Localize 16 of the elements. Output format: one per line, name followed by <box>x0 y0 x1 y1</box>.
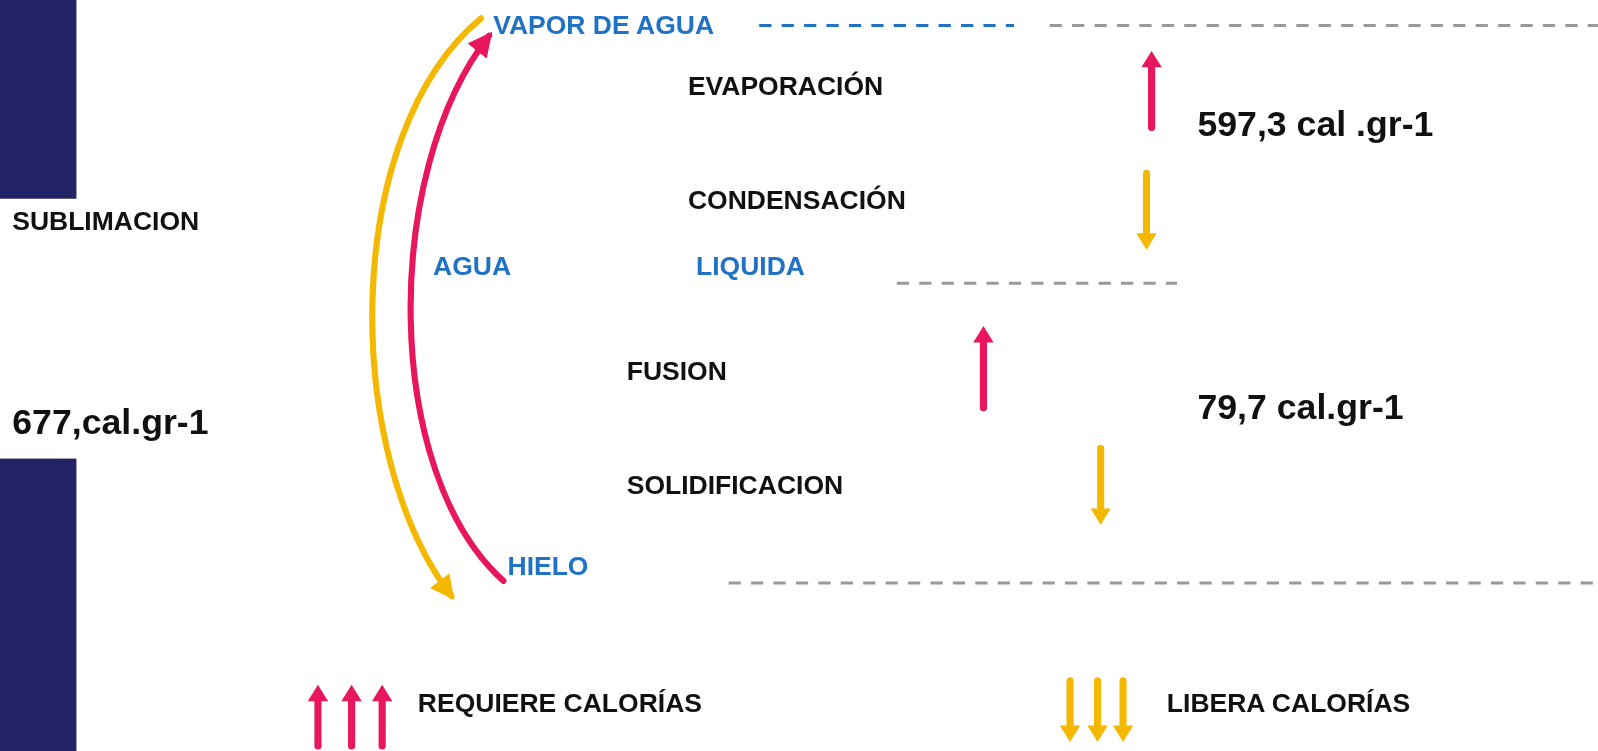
curved-arrow <box>407 31 507 584</box>
energy-value: 677,cal.gr-1 <box>12 402 209 442</box>
legend-label: LIBERA CALORÍAS <box>1166 688 1411 719</box>
process-label: SUBLIMACION <box>12 206 200 236</box>
state-label: AGUA <box>433 251 512 281</box>
legend-label: REQUIERE CALORÍAS <box>417 688 702 719</box>
curved-arrow <box>369 15 485 601</box>
process-label: EVAPORACIÓN <box>687 71 884 101</box>
state-label: LIQUIDA <box>696 251 805 281</box>
energy-value: 597,3 cal .gr-1 <box>1197 103 1434 144</box>
process-label: CONDENSACIÓN <box>687 185 906 215</box>
state-label: HIELO <box>507 551 589 581</box>
energy-value: 79,7 cal.gr-1 <box>1197 387 1404 427</box>
state-label: VAPOR DE AGUA <box>493 10 715 40</box>
process-label: SOLIDIFICACION <box>626 470 844 500</box>
process-label: FUSION <box>626 356 727 386</box>
